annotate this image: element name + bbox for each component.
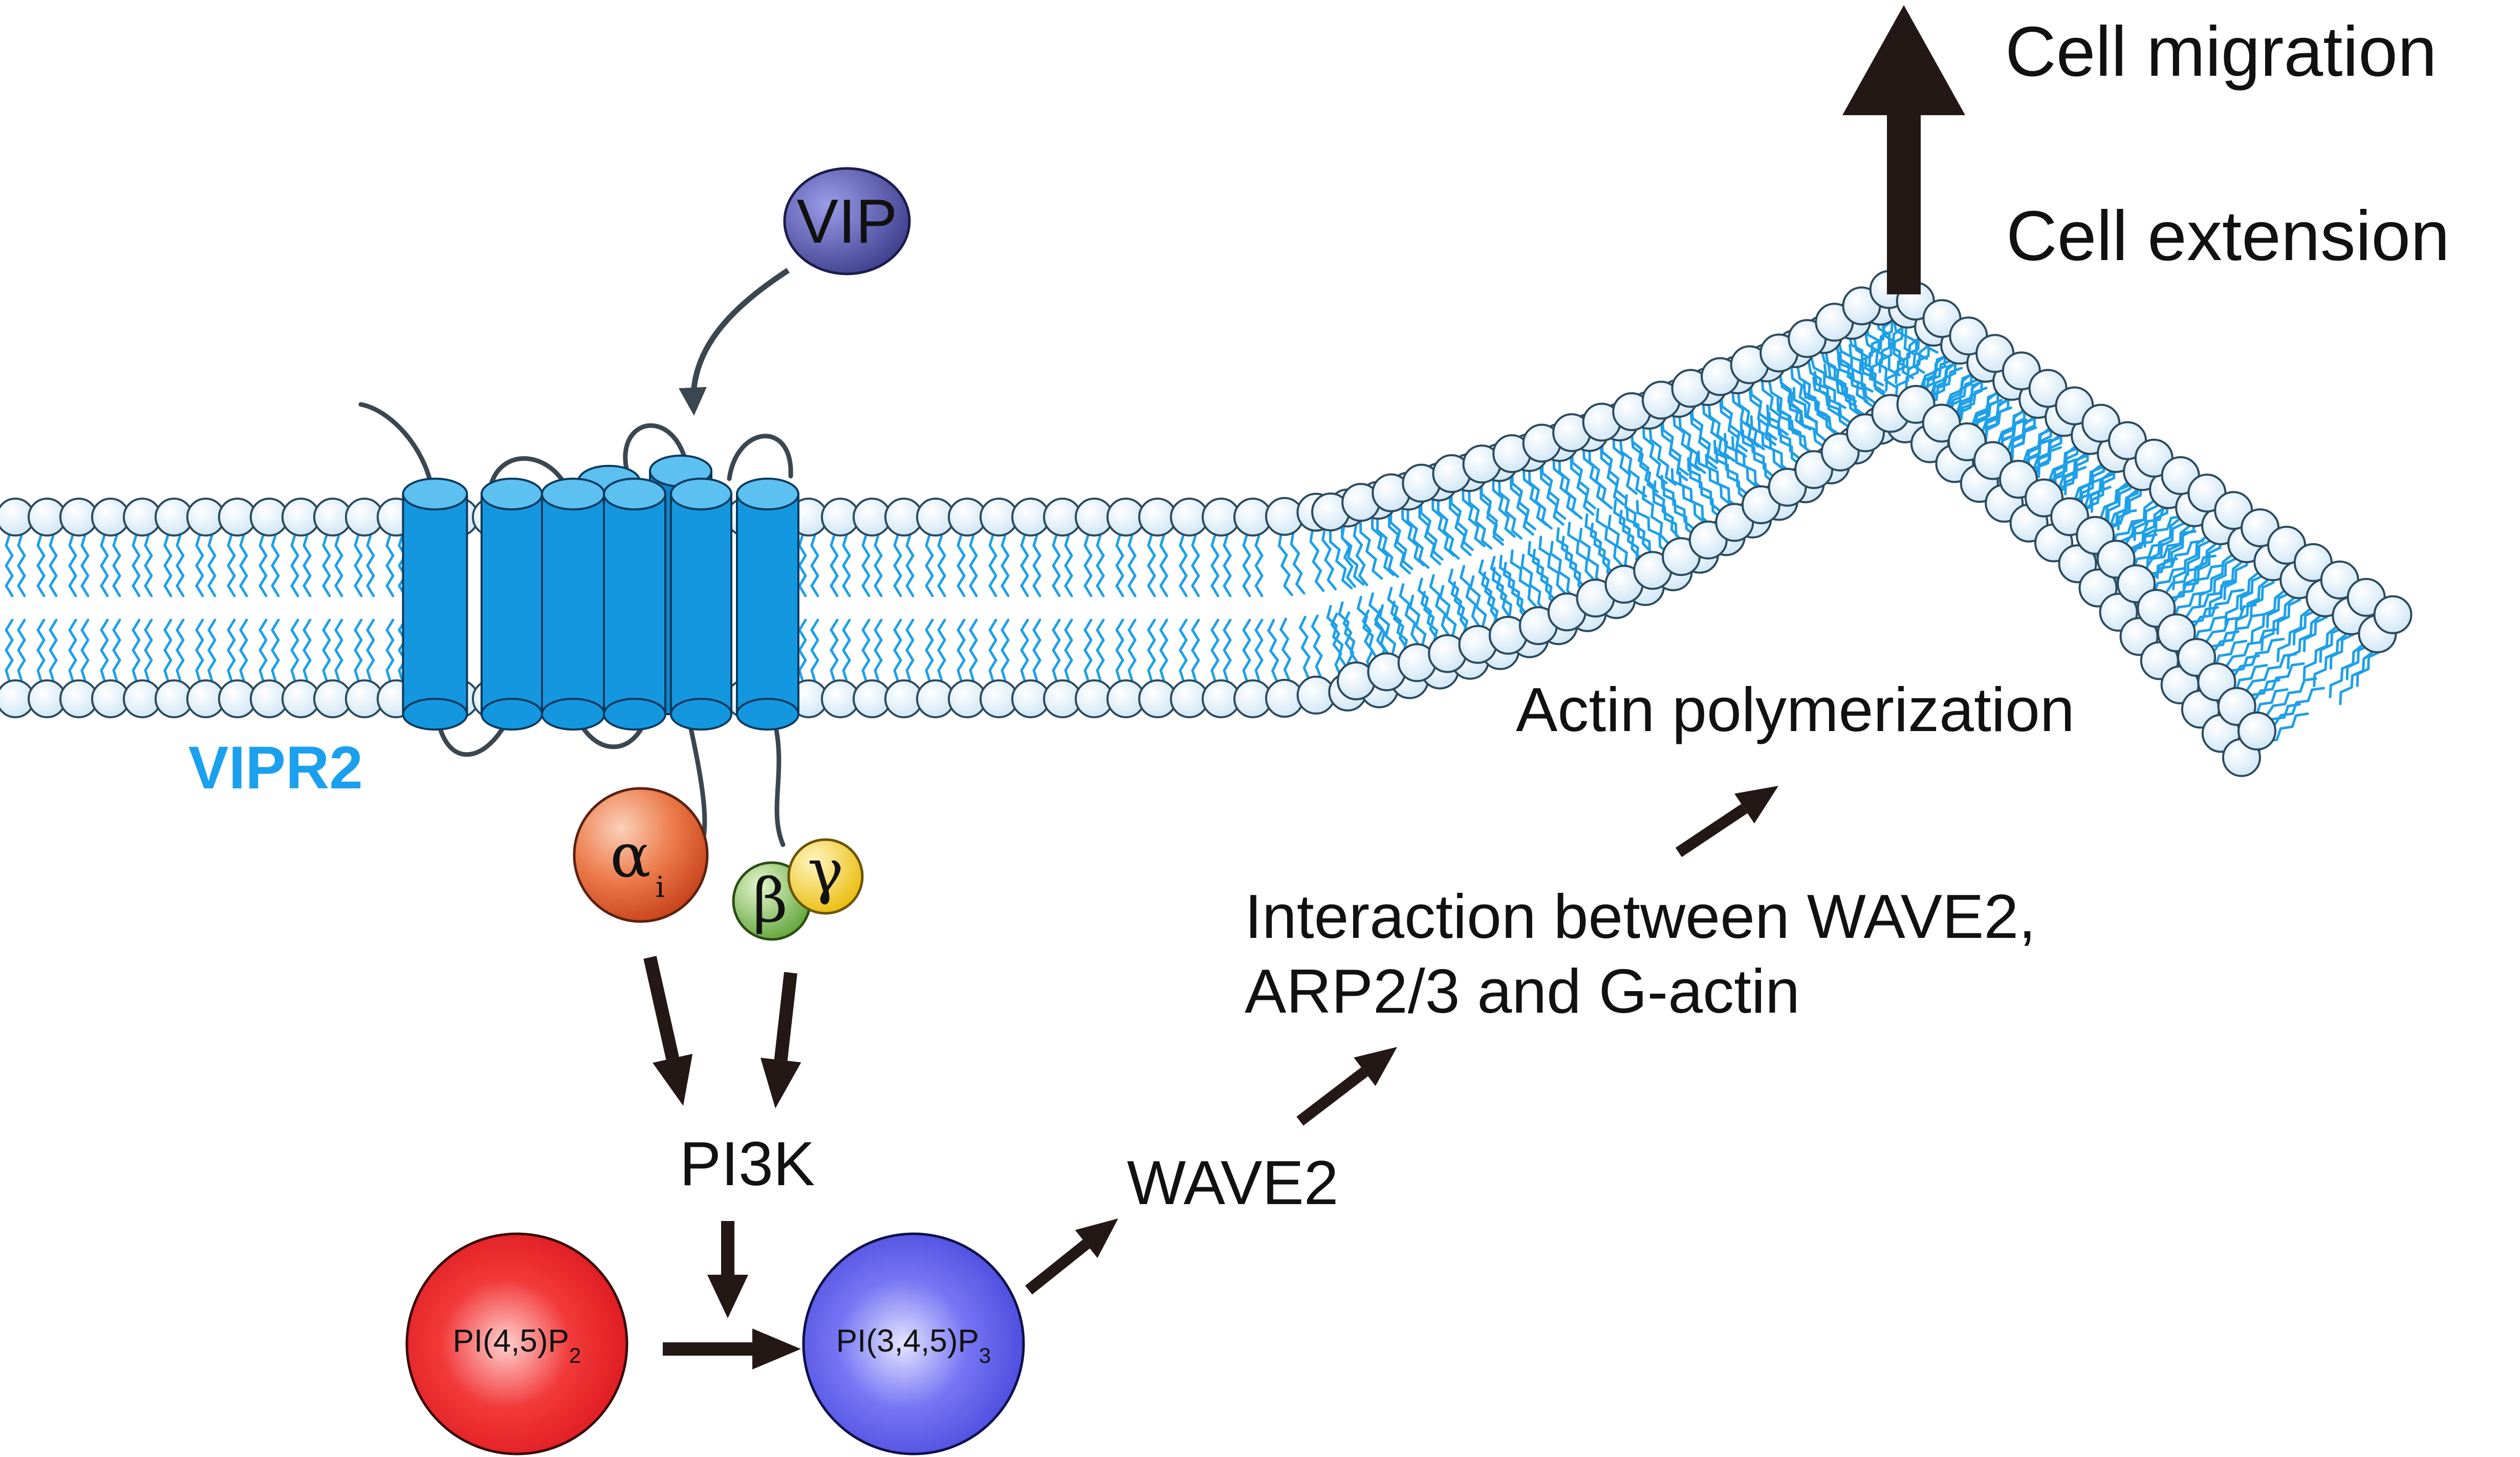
pip3-to-wave2-arrow — [1025, 1218, 1118, 1295]
pi3k-catalysis-arrow — [707, 1221, 748, 1318]
betagamma-to-pi3k-arrow — [760, 972, 801, 1108]
pathway-arrows — [643, 5, 1965, 1369]
transmembrane-helices — [402, 455, 799, 731]
g-gamma-subunit: γ — [787, 835, 864, 915]
pip3-subscript: 3 — [979, 1343, 991, 1367]
cell-migration-arrow — [1842, 5, 1965, 294]
pip2-to-pip3-arrow — [663, 1329, 801, 1369]
vip-label: VIP — [797, 186, 898, 256]
vip-ligand: VIP — [679, 167, 911, 416]
g-alpha-i-subunit: α i — [573, 787, 709, 923]
gamma-symbol: γ — [808, 835, 844, 906]
alpha-subscript: i — [656, 871, 665, 904]
cell-migration-label: Cell migration — [2005, 12, 2437, 91]
pip3-node: PI(3,4,5)P3 — [802, 1232, 1025, 1455]
interaction-label-line1: Interaction between WAVE2, — [1245, 882, 2036, 951]
vip-binding-arrow — [679, 268, 790, 416]
actin-polymerization-label: Actin polymerization — [1516, 675, 2075, 744]
alpha-to-pi3k-arrow — [643, 956, 693, 1106]
interaction-to-actin-arrow — [1675, 786, 1778, 858]
wave2-to-interaction-arrow — [1296, 1047, 1397, 1126]
wave2-label: WAVE2 — [1127, 1148, 1339, 1217]
pip2-node: PI(4,5)P2 — [405, 1232, 628, 1455]
pip2-label: PI(4,5)P — [453, 1323, 569, 1359]
beta-symbol: β — [753, 865, 788, 936]
svg-text:PI(3,4,5)P3: PI(3,4,5)P3 — [836, 1323, 991, 1367]
receptor-label: VIPR2 — [188, 734, 363, 802]
alpha-symbol: α — [610, 820, 651, 891]
svg-text:PI(4,5)P2: PI(4,5)P2 — [453, 1323, 581, 1367]
g-protein: α i β γ — [573, 787, 864, 941]
pi3k-label: PI3K — [680, 1129, 815, 1198]
pip2-subscript: 2 — [569, 1343, 581, 1367]
interaction-label-line2: ARP2/3 and G-actin — [1245, 956, 1800, 1026]
vipr2-receptor: VIPR2 — [188, 402, 799, 868]
cell-extension-label: Cell extension — [2006, 197, 2450, 275]
pip3-label: PI(3,4,5)P — [836, 1323, 979, 1359]
